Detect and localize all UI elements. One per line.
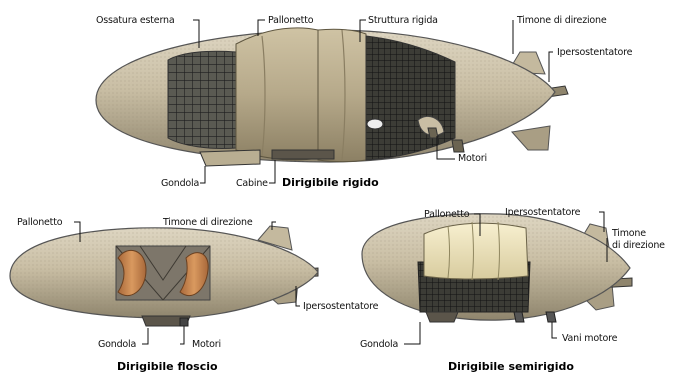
label-gas-cell-flaccid: Pallonetto bbox=[17, 217, 62, 228]
label-engine-bays: Vani motore bbox=[562, 333, 617, 344]
label-gas-cell-semirigid: Pallonetto bbox=[424, 209, 469, 220]
title-flaccid: Dirigibile floscio bbox=[117, 360, 218, 373]
label-rudder-rigid: Timone di direzione bbox=[517, 15, 607, 26]
label-gondola-flaccid: Gondola bbox=[98, 339, 136, 350]
label-cabins: Cabine bbox=[236, 178, 268, 189]
label-stabilizer-flaccid: Ipersostentatore bbox=[303, 301, 378, 312]
label-rudder-flaccid: Timone di direzione bbox=[163, 217, 253, 228]
label-gondola-rigid: Gondola bbox=[161, 178, 199, 189]
rigid-airship bbox=[96, 28, 568, 166]
title-rigid: Dirigibile rigido bbox=[282, 176, 379, 189]
semirigid-airship bbox=[362, 214, 632, 322]
label-outer-frame: Ossatura esterna bbox=[96, 15, 174, 26]
label-stabilizer-rigid: Ipersostentatore bbox=[557, 47, 632, 58]
label-engines-flaccid: Motori bbox=[192, 339, 221, 350]
label-engines-rigid: Motori bbox=[458, 153, 487, 164]
label-stabilizer-semirigid: Ipersostentatore bbox=[505, 207, 580, 218]
label-rudder-semirigid-2: di direzione bbox=[612, 240, 665, 251]
label-gondola-semirigid: Gondola bbox=[360, 339, 398, 350]
label-rigid-structure: Struttura rigida bbox=[368, 15, 438, 26]
flaccid-airship bbox=[10, 226, 318, 326]
title-semirigid: Dirigibile semirigido bbox=[448, 360, 574, 373]
label-rudder-semirigid-1: Timone bbox=[612, 228, 646, 239]
label-gas-cell-rigid: Pallonetto bbox=[268, 15, 313, 26]
